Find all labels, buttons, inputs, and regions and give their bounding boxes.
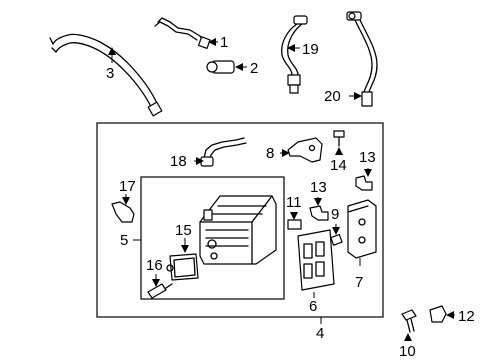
filter-part-16 bbox=[147, 253, 199, 299]
callout-13-right: 13 bbox=[359, 149, 376, 166]
sensor-part-19 bbox=[281, 15, 308, 94]
clip-part-12 bbox=[429, 305, 455, 323]
clip-part-13-middle bbox=[309, 197, 329, 221]
callout-20: 20 bbox=[324, 88, 341, 105]
callout-3: 3 bbox=[106, 65, 114, 82]
callout-6: 6 bbox=[309, 298, 317, 315]
callout-19: 19 bbox=[302, 41, 319, 58]
callout-12: 12 bbox=[458, 308, 475, 325]
clip-part-13-right bbox=[355, 168, 373, 191]
tube-part-1 bbox=[154, 17, 218, 50]
callout-10: 10 bbox=[399, 343, 416, 360]
callout-9: 9 bbox=[331, 206, 339, 223]
callout-2: 2 bbox=[250, 60, 258, 77]
callout-7: 7 bbox=[355, 274, 363, 291]
callout-13-middle: 13 bbox=[310, 179, 327, 196]
bolt-part-9 bbox=[330, 224, 343, 246]
bolt-part-14 bbox=[333, 130, 345, 155]
sensor-part-20 bbox=[346, 11, 378, 107]
canister-part-15 bbox=[181, 195, 277, 265]
clip-part-17 bbox=[111, 194, 135, 223]
callout-17: 17 bbox=[119, 178, 136, 195]
callout-4: 4 bbox=[316, 325, 324, 342]
callout-18: 18 bbox=[170, 153, 187, 170]
callout-15: 15 bbox=[175, 222, 192, 239]
callout-1: 1 bbox=[220, 34, 228, 51]
hose-part-18 bbox=[194, 137, 247, 167]
callout-8: 8 bbox=[266, 145, 274, 162]
assembly-frame-4 bbox=[96, 122, 384, 318]
block-part-11 bbox=[287, 212, 302, 230]
bracket-part-7 bbox=[347, 199, 377, 266]
hose-part-3 bbox=[49, 33, 163, 117]
bracket-part-8 bbox=[280, 137, 323, 163]
bracket-part-6 bbox=[297, 229, 335, 298]
callout-14: 14 bbox=[330, 157, 347, 174]
bolt-part-10 bbox=[401, 309, 417, 341]
canister-frame-5 bbox=[140, 176, 285, 300]
callout-16: 16 bbox=[146, 257, 163, 274]
callout-11: 11 bbox=[286, 194, 302, 211]
connector-part-2 bbox=[206, 60, 247, 74]
callout-5: 5 bbox=[120, 232, 128, 249]
